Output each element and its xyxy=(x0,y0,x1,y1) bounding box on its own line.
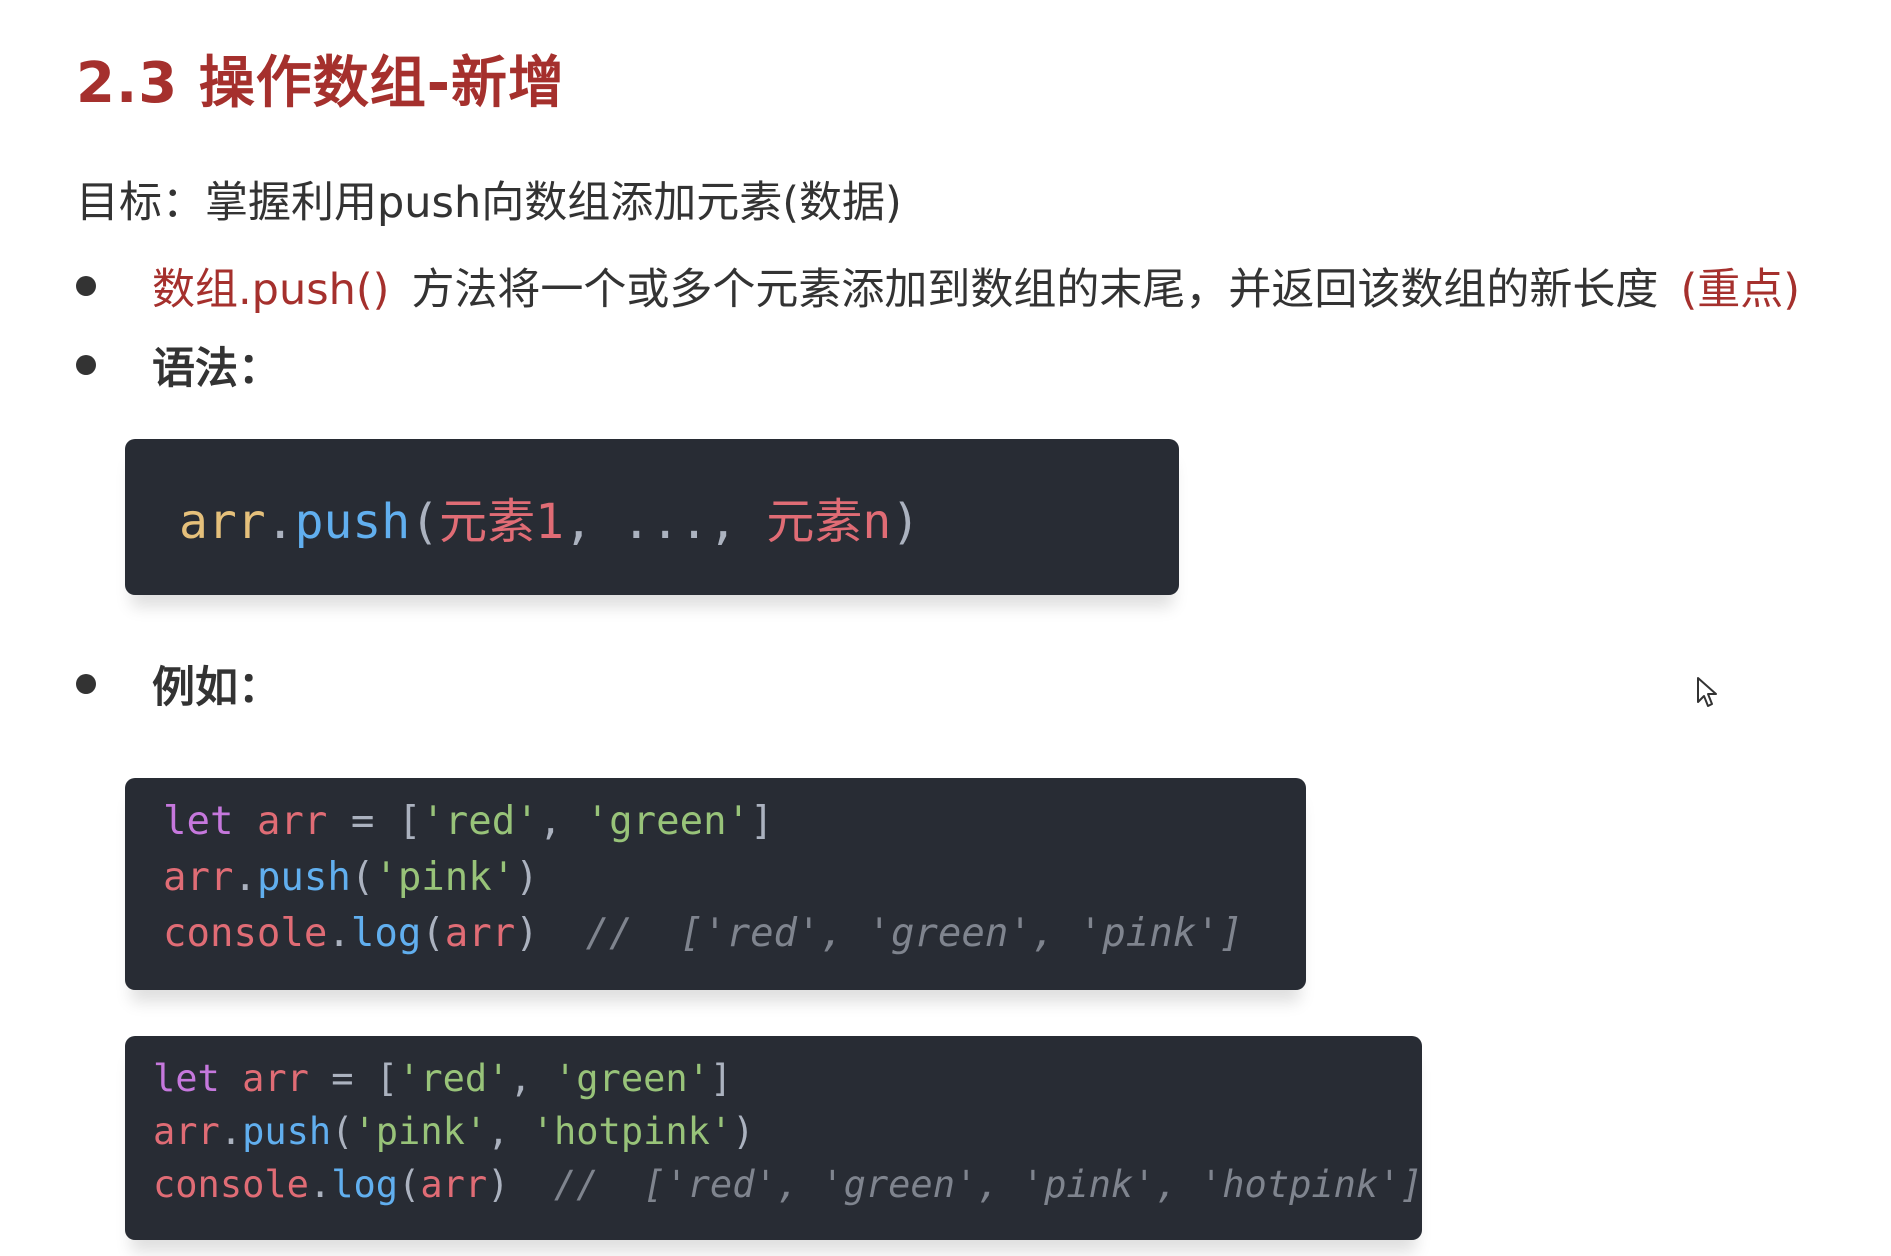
syntax-label: 语法： xyxy=(152,344,281,394)
code-comment: // ['red', 'green', 'pink', 'hotpink'] xyxy=(554,1163,1423,1206)
mouse-pointer-icon xyxy=(1696,676,1718,712)
example-code-block-1: let arr = ['red', 'green'] arr.push('pin… xyxy=(125,778,1306,990)
example-code-block-2: let arr = ['red', 'green'] arr.push('pin… xyxy=(125,1036,1423,1240)
code-line: console.log(arr) // ['red', 'green', 'pi… xyxy=(163,911,1244,956)
bullet-dot xyxy=(76,276,96,296)
bullet-syntax: 语法： xyxy=(76,334,281,396)
syntax-code-line: arr.push(元素1, ..., 元素n) xyxy=(179,494,921,550)
syntax-code-block: arr.push(元素1, ..., 元素n) xyxy=(125,439,1179,595)
key-point-label: (重点) xyxy=(1680,265,1800,315)
page-title: 2.3 操作数组-新增 xyxy=(76,51,565,116)
code-line: console.log(arr) // ['red', 'green', 'pi… xyxy=(153,1163,1423,1206)
code-line: let arr = ['red', 'green'] xyxy=(153,1057,733,1100)
push-description: 方法将一个或多个元素添加到数组的末尾，并返回该数组的新长度 xyxy=(411,265,1659,315)
bullet-example: 例如： xyxy=(76,653,281,715)
code-comment: // ['red', 'green', 'pink'] xyxy=(585,911,1244,956)
bullet-dot xyxy=(76,674,96,694)
bullet-dot xyxy=(76,355,96,375)
goal-text: 目标：掌握利用push向数组添加元素(数据) xyxy=(76,178,902,228)
example-label: 例如： xyxy=(152,663,281,713)
bullet-push: 数组.push() 方法将一个或多个元素添加到数组的末尾，并返回该数组的新长度 … xyxy=(76,255,1800,317)
push-method-label: 数组.push() xyxy=(152,265,390,315)
code-line: let arr = ['red', 'green'] xyxy=(163,799,774,844)
code-line: arr.push('pink') xyxy=(163,855,539,900)
code-line: arr.push('pink', 'hotpink') xyxy=(153,1110,755,1153)
